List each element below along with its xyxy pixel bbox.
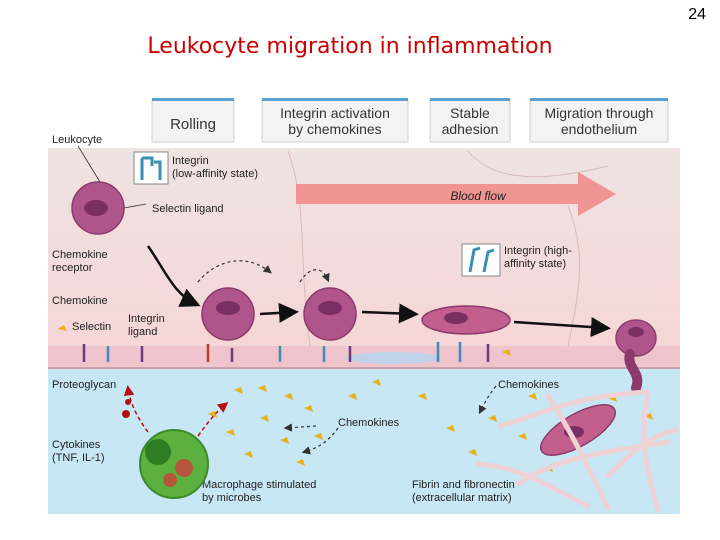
label-selectin-ligand: Selectin ligand	[152, 203, 224, 215]
stage-label-migration-line2: endothelium	[561, 121, 637, 137]
stage-label-stable-line1: Stable	[450, 105, 490, 121]
stage-label-activation-line2: by chemokines	[288, 121, 381, 137]
stage-label-stable-line2: adhesion	[442, 121, 499, 137]
leukocyte-cell-1	[71, 181, 147, 235]
label-chemokine: Chemokine	[52, 295, 108, 307]
label-chemokine-receptor-1: Chemokine	[52, 249, 108, 261]
stage-box-migration: Migration through endothelium	[529, 98, 669, 143]
label-integrin-high-2: affinity state)	[504, 258, 566, 270]
stage-label-migration-line1: Migration through	[545, 105, 654, 121]
stage-label-rolling: Rolling	[170, 116, 216, 133]
leukocyte-cell-5-migrating	[615, 319, 657, 393]
chemokine-particles	[58, 325, 653, 472]
label-integrin-ligand-1: Integrin	[128, 313, 165, 325]
fibrin-matrix	[475, 389, 679, 513]
stage-label-activation-line1: Integrin activation	[280, 105, 390, 121]
integrin-low-affinity-icon	[133, 151, 169, 185]
stage-box-integrin-activation: Integrin activation by chemokines	[261, 98, 409, 143]
blood-flow-label: Blood flow	[450, 189, 507, 203]
slide-title: Leukocyte migration in inflammation	[147, 34, 553, 59]
macrophage-cell	[139, 429, 209, 499]
label-proteoglycan: Proteoglycan	[52, 379, 116, 391]
label-integrin-ligand-2: ligand	[128, 326, 157, 338]
label-cytokines-1: Cytokines	[52, 439, 101, 451]
blood-flow-arrow: Blood flow	[296, 172, 616, 216]
leukocyte-cell-4-adherent	[421, 305, 511, 335]
label-chemokines-right: Chemokines	[498, 379, 560, 391]
label-integrin-low-1: Integrin	[172, 155, 209, 167]
endothelial-receptors	[82, 342, 490, 362]
migration-arrows	[146, 245, 611, 338]
label-selectin: Selectin	[72, 321, 111, 333]
label-fibrin-2: (extracellular matrix)	[412, 492, 512, 504]
leukocyte-cell-3	[303, 287, 357, 341]
label-fibrin-1: Fibrin and fibronectin	[412, 479, 515, 491]
label-macrophage-1: Macrophage stimulated	[202, 479, 316, 491]
leukocyte-migration-figure: Rolling Integrin activation by chemokine…	[48, 98, 680, 514]
label-macrophage-2: by microbes	[202, 492, 262, 504]
label-integrin-high-1: Integrin (high-	[504, 245, 572, 257]
label-chemokines-center: Chemokines	[338, 417, 400, 429]
label-chemokine-receptor-2: receptor	[52, 262, 93, 274]
page-number: 24	[688, 6, 706, 23]
leukocyte-cell-2	[201, 287, 255, 341]
label-cytokines-2: (TNF, IL-1)	[52, 452, 105, 464]
integrin-high-affinity-icon	[461, 243, 501, 277]
label-integrin-low-2: (low-affinity state)	[172, 168, 258, 180]
stage-box-stable-adhesion: Stable adhesion	[429, 98, 511, 143]
cytokine-arrows	[123, 385, 229, 437]
stage-box-rolling: Rolling	[151, 98, 235, 143]
chemokine-dashed-arrows	[197, 260, 497, 455]
label-leukocyte: Leukocyte	[52, 134, 102, 146]
